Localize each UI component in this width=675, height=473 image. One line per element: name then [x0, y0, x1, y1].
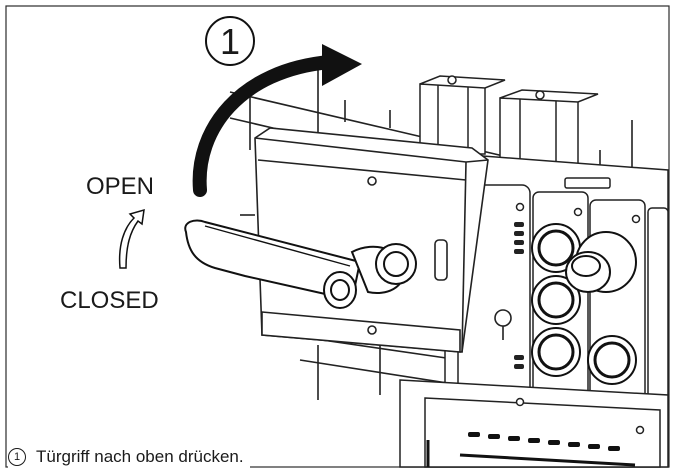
open-label: OPEN	[86, 173, 154, 200]
caption: 1 Türgriff nach oben drücken.	[8, 446, 250, 468]
rotation-arrow	[192, 44, 362, 197]
push-buttons	[531, 223, 637, 385]
emergency-stop-button	[565, 231, 637, 293]
caption-text: Türgriff nach oben drücken.	[36, 447, 244, 466]
lock-housing	[254, 127, 489, 353]
caption-number: 1	[8, 448, 26, 466]
door-handle-lever	[184, 219, 417, 309]
lower-housing-slots	[468, 432, 620, 451]
open-direction-arrow	[118, 208, 145, 269]
callout-number: 1	[205, 16, 255, 66]
key-switch	[494, 309, 512, 340]
bottom-rails	[426, 440, 636, 467]
callout-number-text: 1	[220, 21, 240, 62]
aluminium-profiles	[419, 75, 599, 167]
indicator-leds	[514, 222, 524, 369]
lower-housing	[399, 379, 669, 468]
closed-label: CLOSED	[60, 287, 159, 314]
